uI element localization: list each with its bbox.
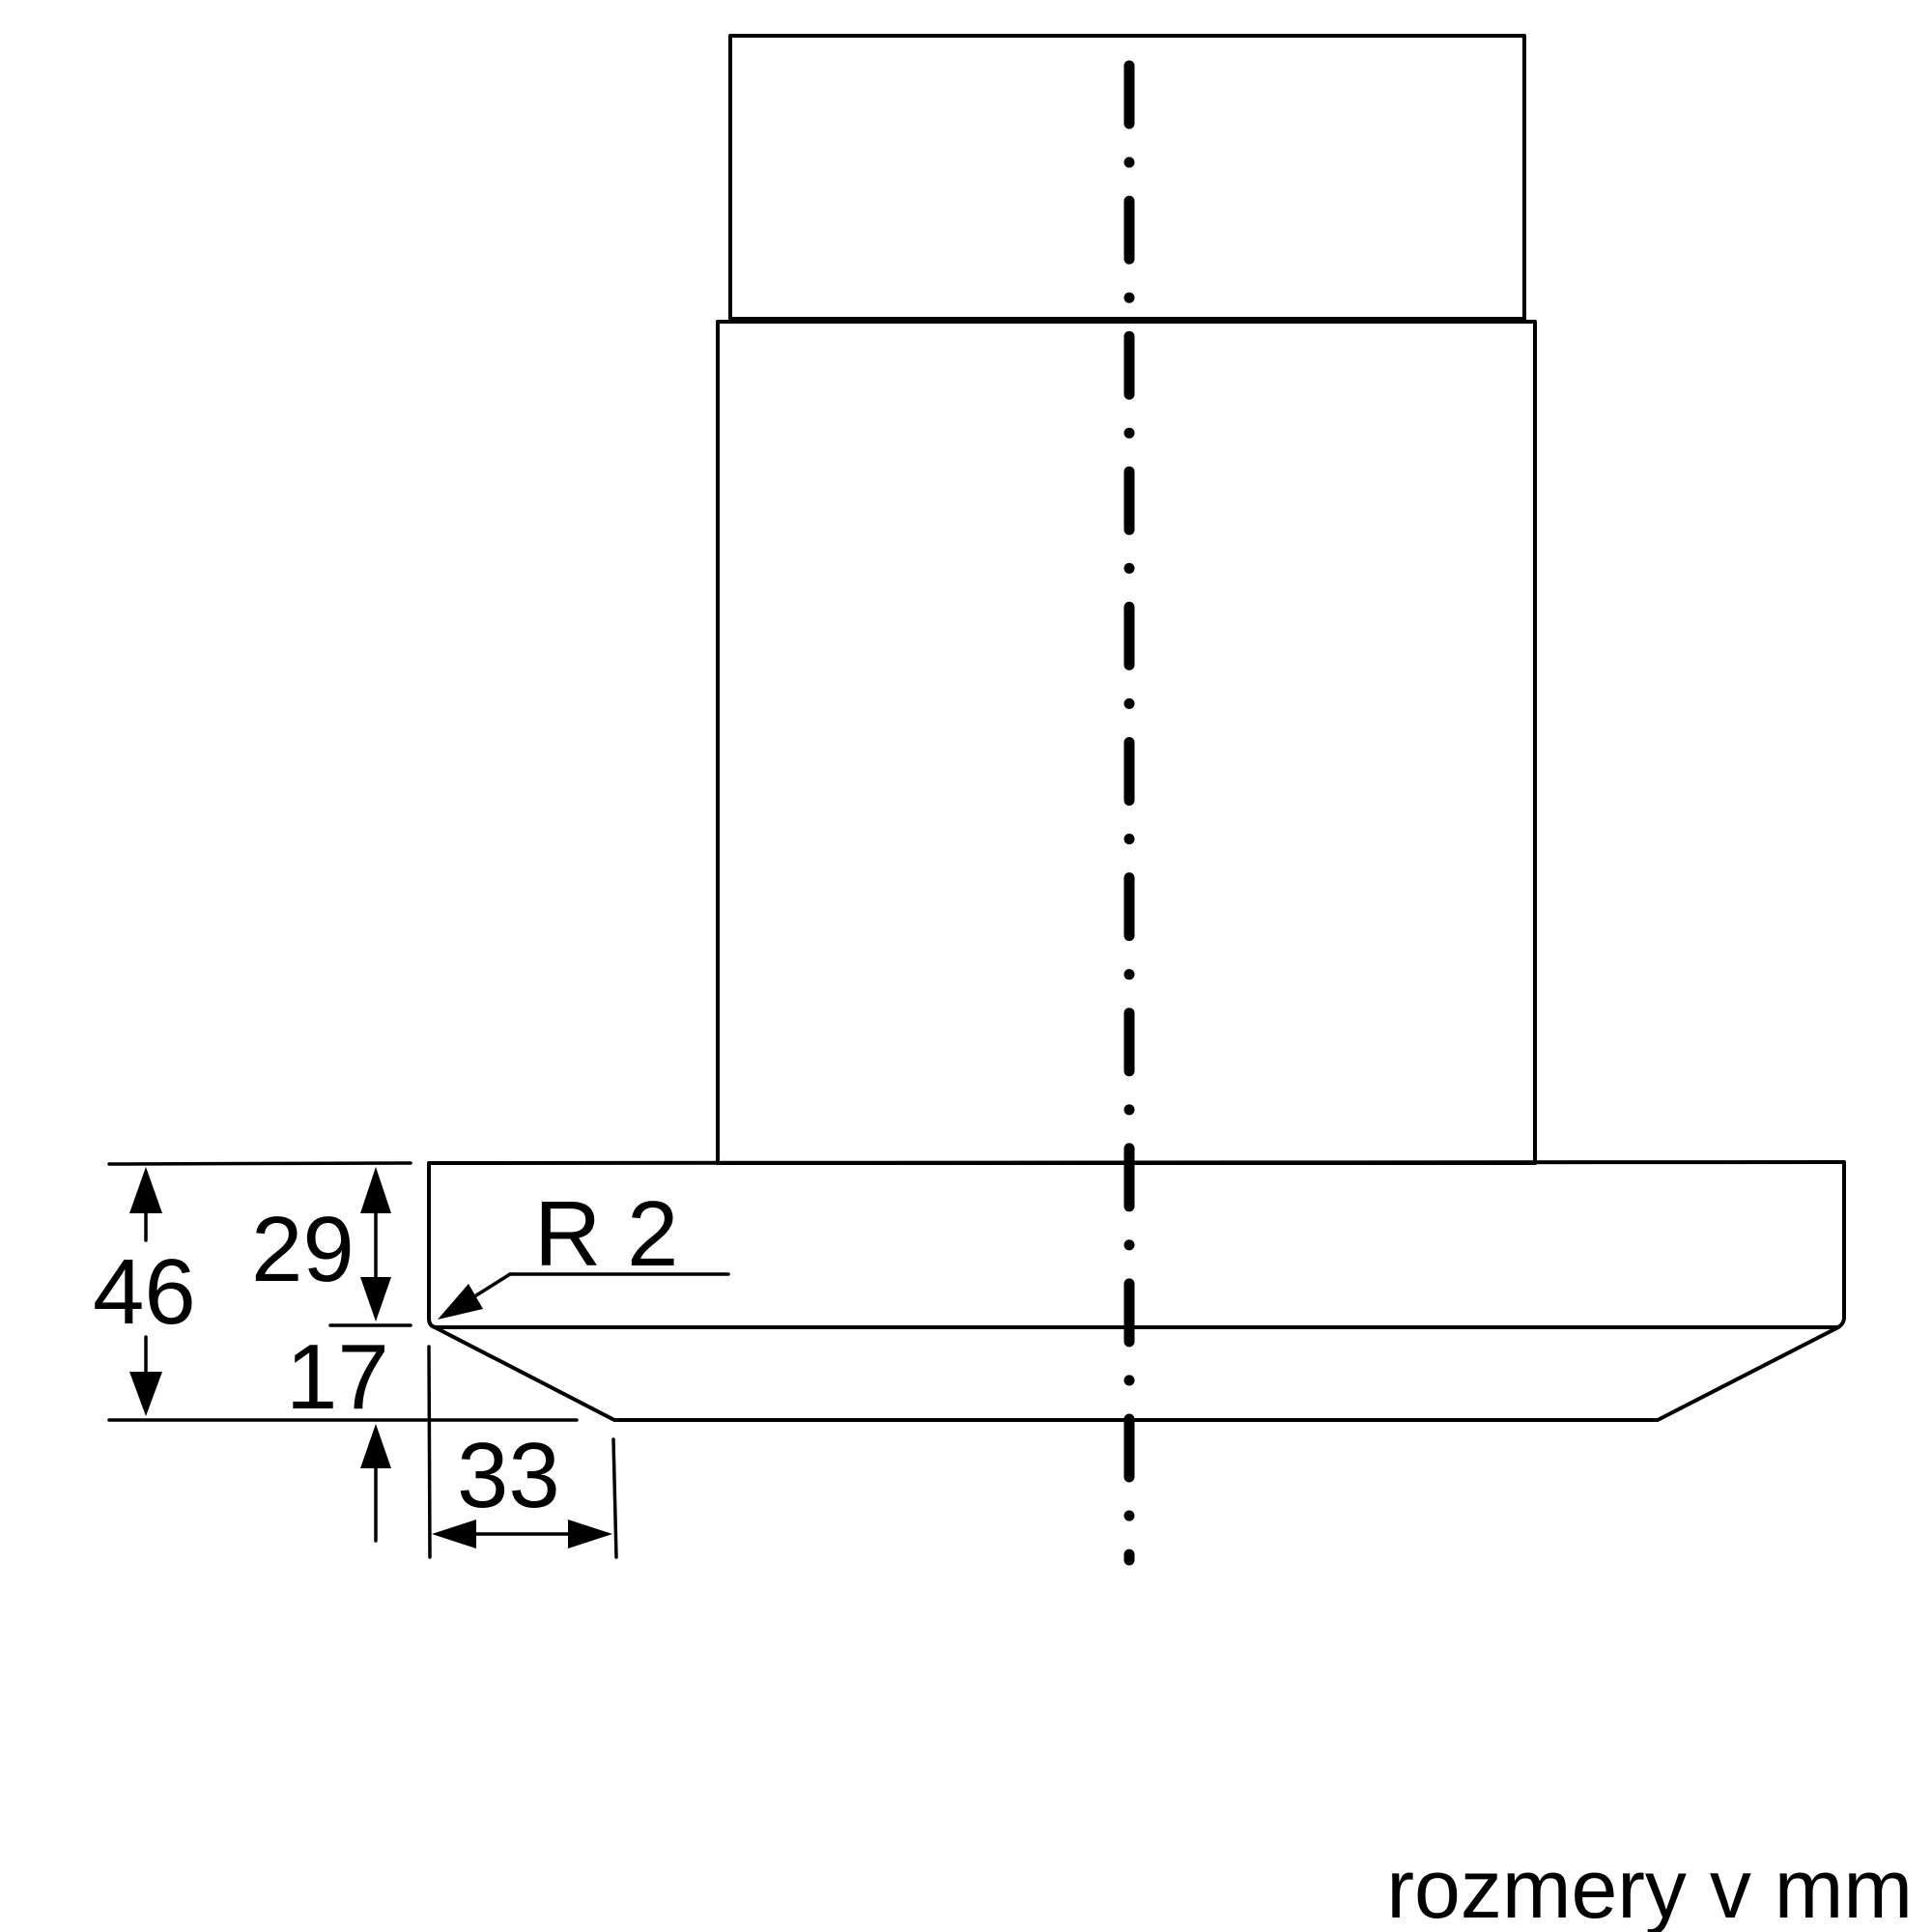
extension-line-left-vertical [427, 1345, 432, 1559]
units-caption: rozmery v mm [1386, 1843, 1913, 1932]
chimney-upper-section [728, 34, 1526, 321]
extension-line-top [107, 1161, 412, 1166]
dimension-radius-label: R 2 [534, 1182, 678, 1286]
dimension-29-arrow-up [360, 1167, 391, 1213]
dimension-radius: R 2 [438, 1182, 730, 1320]
dimension-46: 46 [93, 1167, 196, 1416]
dimension-33-label: 33 [457, 1424, 560, 1527]
dimension-33-arrow-left [432, 1520, 476, 1548]
extension-line-right-vertical [611, 1437, 618, 1559]
dimension-17-arrow-up [360, 1424, 391, 1468]
dimension-33-arrow-right [568, 1520, 612, 1548]
hood-bevel-bottom [433, 1325, 1840, 1422]
dimension-29-arrow-down [360, 1277, 391, 1321]
dimension-17-label: 17 [286, 1325, 389, 1429]
dimension-17: 17 [286, 1325, 391, 1543]
dimension-46-arrow-down [129, 1372, 162, 1416]
dimension-29-label: 29 [251, 1198, 355, 1301]
dimension-29: 29 [251, 1167, 391, 1321]
dimension-46-arrow-up [129, 1167, 162, 1213]
dimension-radius-arrow [438, 1284, 483, 1320]
dimension-46-label: 46 [93, 1240, 196, 1344]
dimension-33: 33 [432, 1424, 612, 1548]
